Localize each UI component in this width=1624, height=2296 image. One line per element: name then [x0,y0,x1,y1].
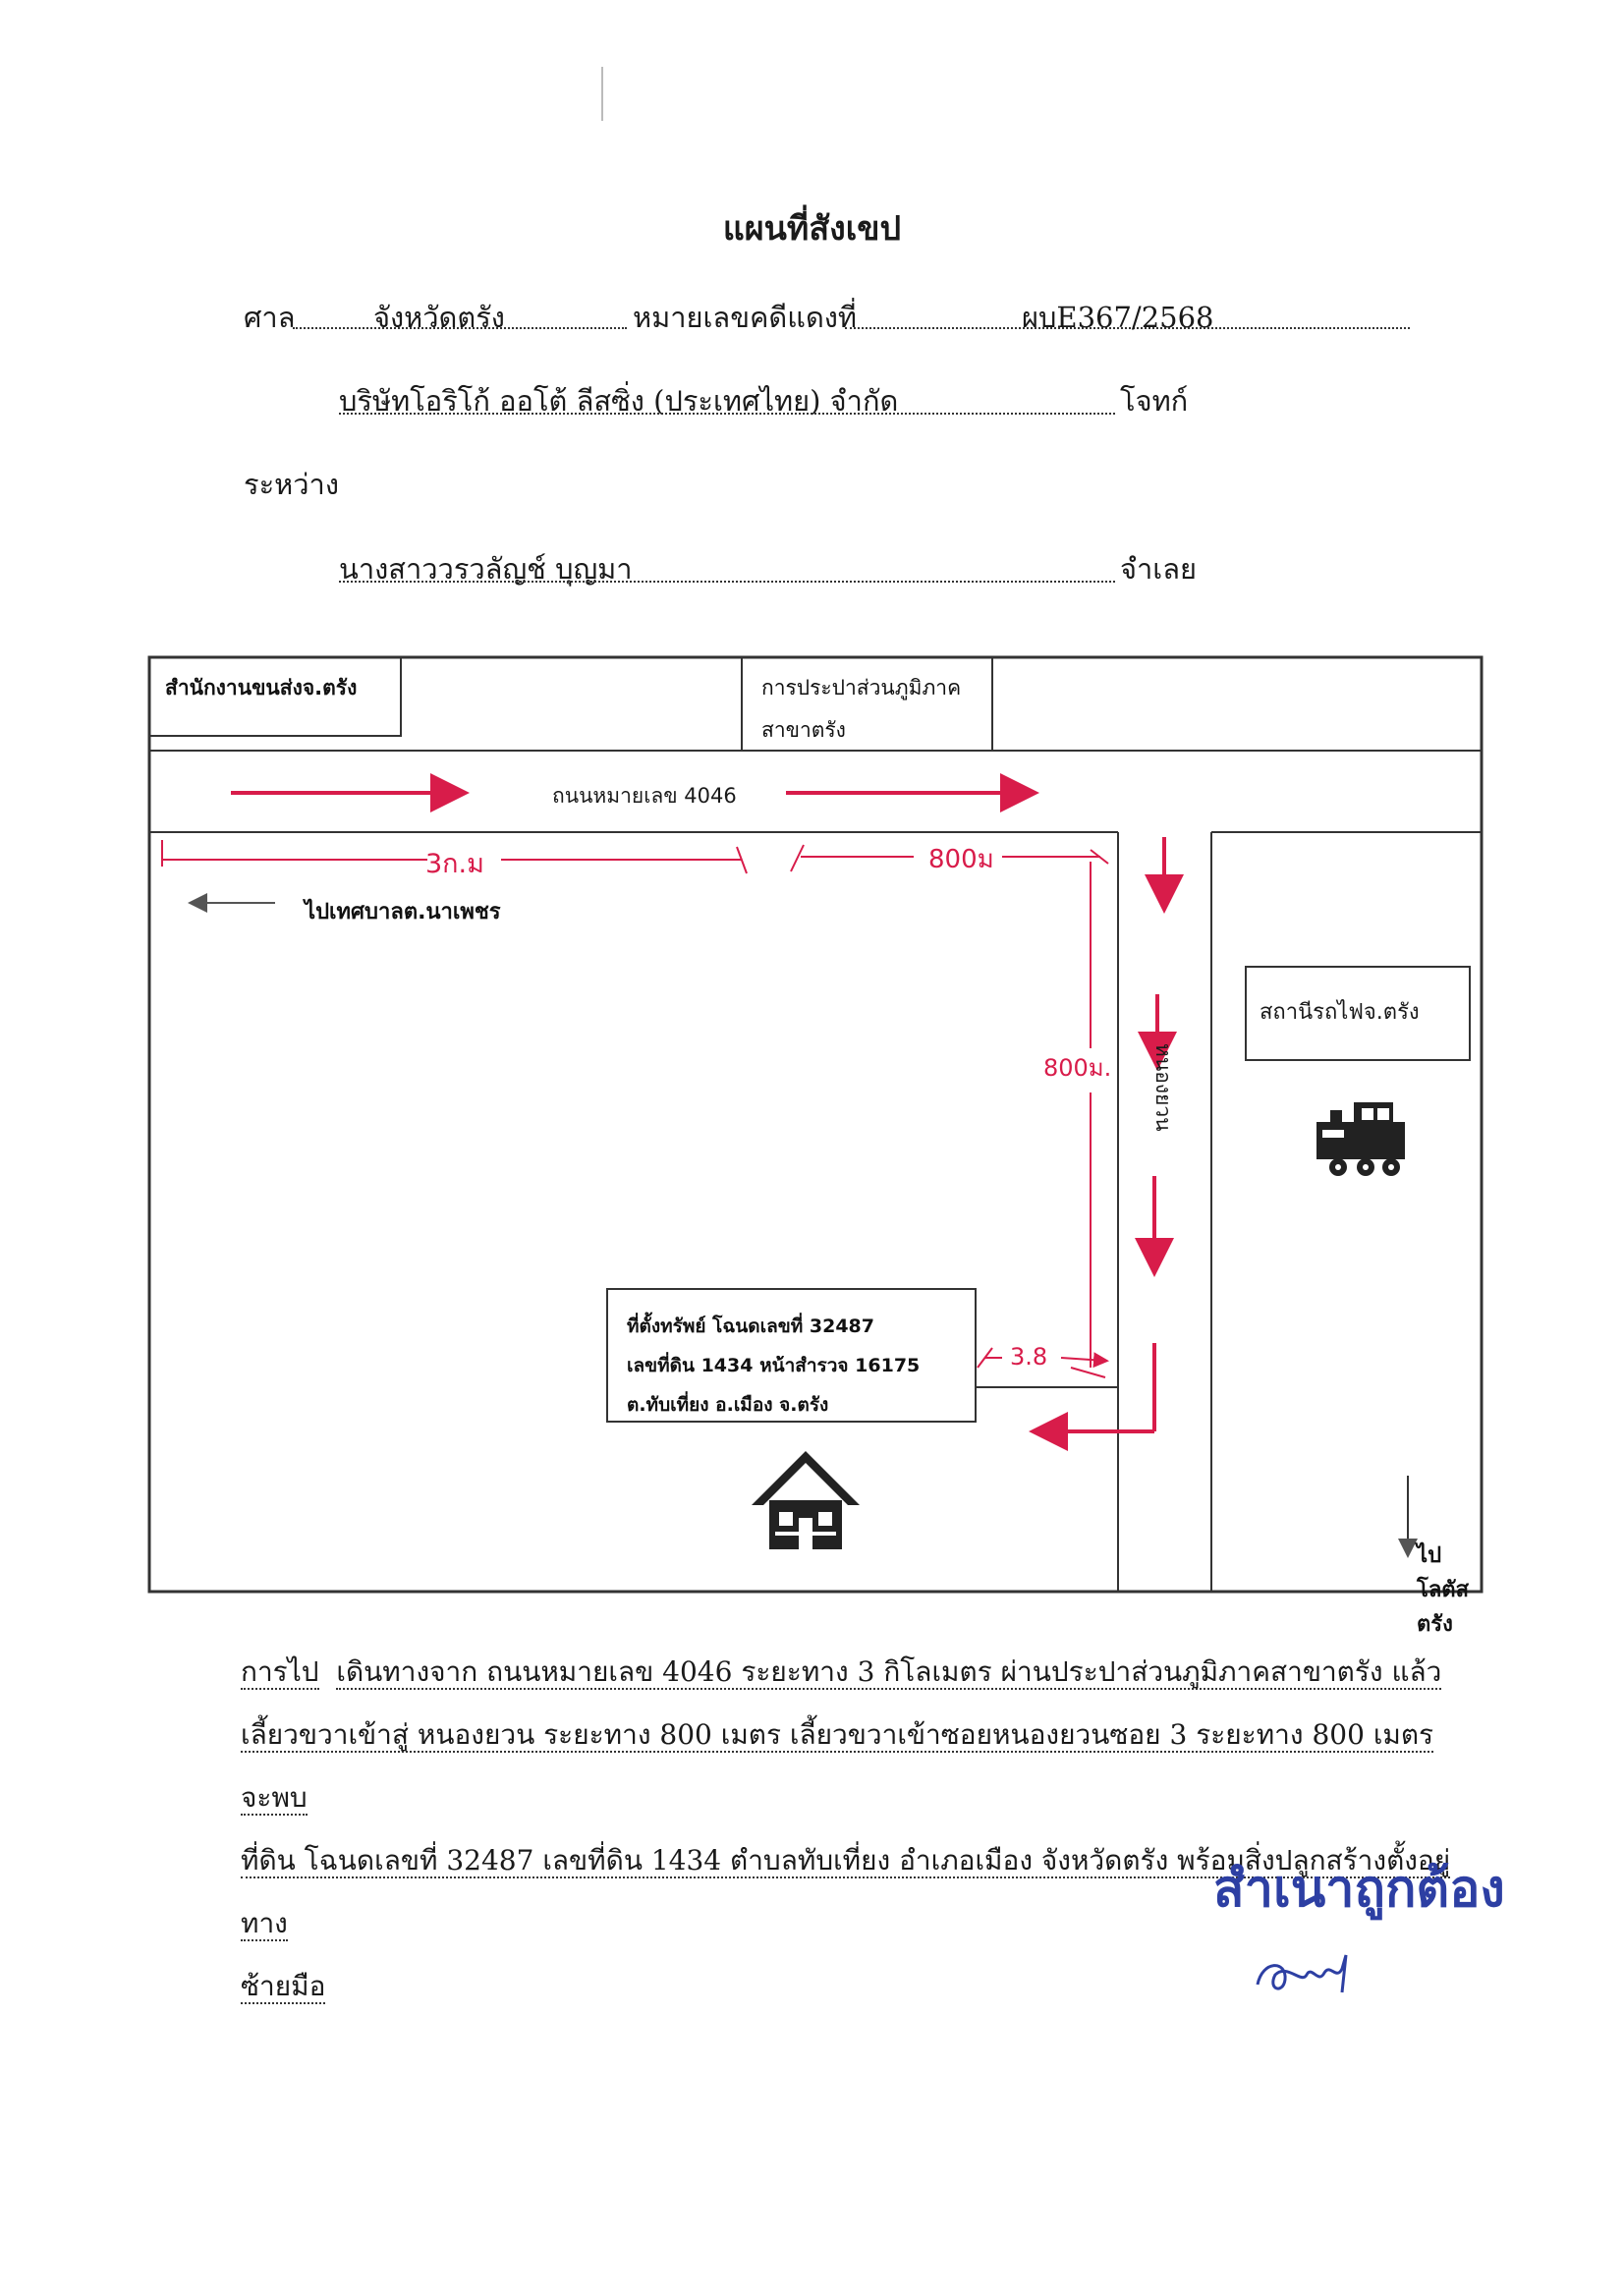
location-map: สำนักงานขนส่งจ.ตรัง การประปาส่วนภูมิภาค … [147,655,1484,1637]
defendant-dots [339,581,1115,583]
court-value: จังหวัดตรัง [373,301,505,334]
defendant-name: นางสาววรวลัญช์ บุญมา [339,552,633,586]
map-border [147,655,1484,1594]
case-value: ผบE367/2568 [1022,301,1214,334]
house-icon [752,1451,860,1549]
transport-office-label: สำนักงานขนส่งจ.ตรัง [165,676,358,700]
train-icon [1316,1102,1405,1176]
water-authority-label-2: สาขาตรัง [761,718,846,742]
plaintiff-dots [339,413,1115,415]
property-box [606,1288,977,1423]
defendant-label: จำเลย [1120,552,1197,586]
certified-copy-stamp: สำเนาถูกต้อง [1213,1860,1505,1919]
to-municipality-label: ไปเทศบาลต.นาเพชร [305,900,501,924]
scan-mark [601,67,611,121]
to-lotus-label: ไปโลตัสตรัง [1417,1542,1470,1637]
map-drawing [147,655,1484,1594]
property-line-1: ที่ตั้งทรัพย์ โฉนดเลขที่ 32487 [627,1316,874,1337]
case-label: หมายเลขคดีแดงที่ [633,301,858,334]
station-label: สถานีรถไฟจ.ตรัง [1260,1000,1420,1025]
water-authority-label-1: การประปาส่วนภูมิภาค [761,676,962,700]
distance-3km: 3ก.ม [425,849,484,879]
signature [1256,1954,1348,1993]
plaintiff-label: โจทก์ [1120,384,1189,418]
directions-line-4: ซ้ายมือ [241,1970,326,2004]
case-dots [845,327,1410,329]
court-dots [293,327,627,329]
page-title: แผนที่สังเขป [722,209,902,249]
directions-line-2: เลี้ยวขวาเข้าสู่ หนองยวน ระยะทาง 800 เมต… [241,1718,1434,1816]
distance-800m-top: 800ม [928,845,994,874]
station-box [1245,966,1471,1061]
property-line-3: ต.ทับเที่ยง อ.เมือง จ.ตรัง [627,1394,829,1416]
nong-yuan-road-label: หนองยวน [1151,1043,1175,1132]
between-label: ระหว่าง [244,468,339,501]
distance-38: 3.8 [1010,1343,1048,1371]
directions-line-3: ที่ดิน โฉนดเลขที่ 32487 เลขที่ดิน 1434 ต… [241,1844,1451,1941]
court-label: ศาล [244,301,296,334]
property-line-2: เลขที่ดิน 1434 หน้าสำรวจ 16175 [627,1355,921,1376]
road-name-label: ถนนหมายเลข 4046 [552,784,737,808]
transport-office-box [148,656,402,737]
directions-line-1: การไป เดินทางจาก ถนนหมายเลข 4046 ระยะทาง… [241,1655,1442,1690]
plaintiff-name: บริษัทโอริโก้ ออโต้ ลีสซิ่ง (ประเทศไทย) … [339,384,899,418]
directions-paragraph: การไป เดินทางจาก ถนนหมายเลข 4046 ระยะทาง… [241,1641,1479,2018]
distance-800m-side: 800ม. [1043,1054,1112,1082]
